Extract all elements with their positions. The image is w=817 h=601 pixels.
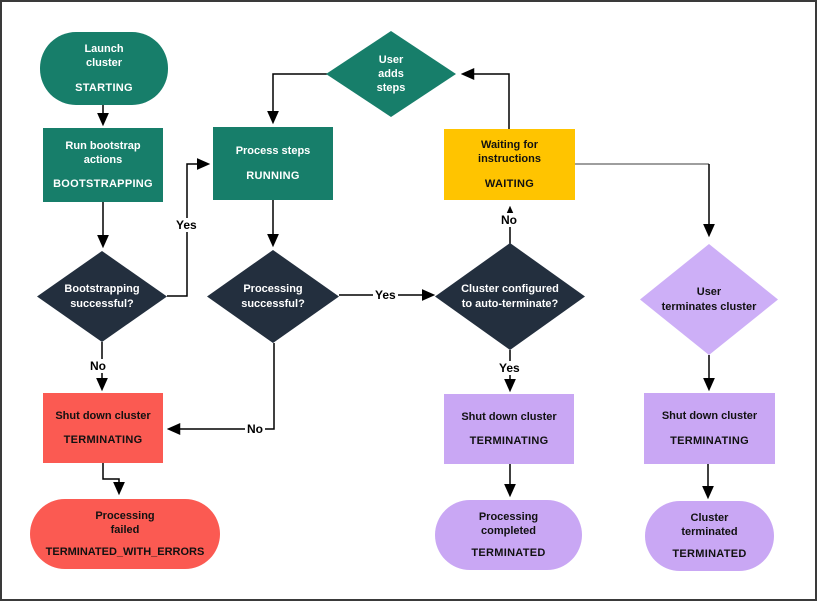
node-label: Cluster configured to auto-terminate? [461, 283, 559, 310]
edge-label-autoterminate-no: No [499, 213, 519, 227]
edge-label-autoterminate-yes: Yes [497, 361, 522, 375]
arrow-user-adds-steps-to-process-steps [267, 73, 327, 125]
edge-label-bootstrapping-no: No [88, 359, 108, 373]
node-terminated-with-errors: Processing failed TERMINATED_WITH_ERRORS [30, 499, 220, 569]
node-state: TERMINATED [471, 546, 546, 559]
node-state: WAITING [484, 177, 535, 190]
node-cluster-terminated: Cluster terminated TERMINATED [645, 501, 774, 571]
node-state: RUNNING [246, 169, 300, 182]
node-state: TERMINATED_WITH_ERRORS [45, 545, 205, 558]
node-state: TERMINATED [672, 547, 747, 560]
node-processing-completed: Processing completed TERMINATED [435, 500, 582, 570]
node-shutdown-cluster-completed: Shut down cluster TERMINATING [444, 394, 574, 464]
arrow-processing-no-to-shutdown [166, 343, 275, 435]
node-waiting-for-instructions: Waiting for instructions WAITING [444, 129, 575, 200]
node-label: Processing completed [478, 511, 539, 538]
node-run-bootstrap-actions: Run bootstrap actions BOOTSTRAPPING [43, 128, 163, 202]
node-label: Shut down cluster [55, 409, 151, 422]
arrow-shutdown-to-terminated-with-errors [102, 463, 125, 496]
edge-label-bootstrapping-yes: Yes [174, 218, 199, 232]
node-label: Processing successful? [241, 283, 305, 310]
node-state: TERMINATING [469, 435, 549, 448]
node-label: Shut down cluster [461, 410, 557, 423]
arrow-waiting-to-user-adds-steps [460, 68, 510, 129]
node-shutdown-cluster-failed: Shut down cluster TERMINATING [43, 393, 163, 463]
node-state: STARTING [75, 81, 133, 94]
edge-label-processing-yes: Yes [373, 288, 398, 302]
node-label: Run bootstrap actions [65, 139, 141, 166]
node-label: User terminates cluster [661, 286, 757, 313]
node-label: Process steps [235, 145, 311, 158]
node-label: Launch cluster [84, 43, 124, 70]
node-label: Cluster terminated [681, 512, 738, 539]
node-label: Processing failed [95, 510, 155, 537]
node-shutdown-cluster-terminated: Shut down cluster TERMINATING [644, 393, 775, 464]
node-label: User adds steps [376, 53, 406, 95]
node-state: BOOTSTRAPPING [53, 178, 153, 191]
edge-label-processing-no: No [245, 422, 265, 436]
node-launch-cluster: Launch cluster STARTING [40, 32, 168, 105]
node-label: Bootstrapping successful? [64, 283, 140, 310]
node-state: TERMINATING [63, 434, 143, 447]
node-label: Waiting for instructions [478, 139, 541, 166]
node-process-steps: Process steps RUNNING [213, 127, 333, 200]
node-state: TERMINATING [670, 434, 749, 447]
node-label: Shut down cluster [661, 410, 758, 423]
